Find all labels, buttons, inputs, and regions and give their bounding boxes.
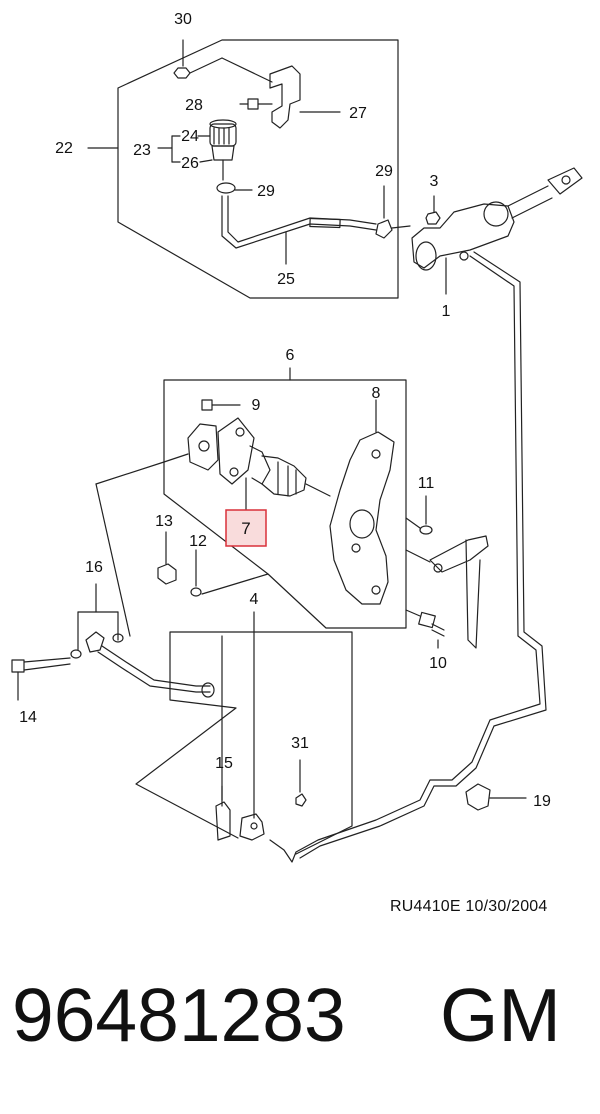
- callout-9: 9: [252, 397, 261, 414]
- clip-15-part: [215, 785, 231, 841]
- pipe-group-outline: [135, 631, 353, 855]
- callout-29-upper: 29: [257, 183, 275, 200]
- highlighted-callout-7: 7: [225, 509, 267, 547]
- slave-group-outline: [163, 379, 407, 629]
- bracket-31-part: [239, 759, 307, 841]
- reservoir-group-outline: [117, 39, 399, 299]
- callout-1: 1: [442, 303, 451, 320]
- clutch-hydraulic-diagram: 30 28 27 22 23 24 26 29 29 3 25 1 6 8 9 …: [11, 11, 583, 863]
- callout-14: 14: [19, 709, 37, 726]
- callout-19: 19: [533, 793, 551, 810]
- brand-name: GM: [440, 973, 561, 1057]
- clip-19-part: [465, 783, 527, 811]
- callout-26: 26: [181, 155, 199, 172]
- clamp-29-part: [375, 185, 393, 239]
- hose-25-part: [221, 195, 377, 265]
- callout-30: 30: [174, 11, 192, 28]
- bracket-rod-part: [405, 535, 489, 649]
- part-number: 96481283: [12, 973, 346, 1057]
- callout-10: 10: [429, 655, 447, 672]
- callout-11: 11: [418, 475, 435, 492]
- slave-cylinder-part: [187, 417, 331, 511]
- callout-8: 8: [372, 385, 381, 402]
- reservoir-part: [197, 119, 237, 181]
- hose-16-part: [70, 483, 215, 698]
- bolt-9-part: [201, 399, 241, 411]
- callout-31: 31: [291, 735, 309, 752]
- callout-15: 15: [215, 755, 233, 772]
- callout-27: 27: [349, 105, 367, 122]
- callout-16: 16: [85, 559, 103, 576]
- bolt-10-part: [405, 609, 445, 649]
- plate-8-part: [329, 399, 395, 605]
- callout-13: 13: [155, 513, 173, 530]
- callout-3: 3: [430, 173, 439, 190]
- callout-4: 4: [250, 591, 259, 608]
- bolt-30-part: [173, 39, 223, 79]
- diagram-reference: RU4410E 10/30/2004: [390, 898, 548, 915]
- callout-25: 25: [277, 271, 295, 288]
- bolt-14-part: [11, 657, 71, 701]
- callout-labels: 30 28 27 22 23 24 26 29 29 3 25 1 6 8 9 …: [19, 11, 551, 810]
- callout-6: 6: [286, 347, 295, 364]
- callout-12: 12: [189, 533, 207, 550]
- hydraulic-line-part: [269, 251, 547, 863]
- callout-24: 24: [181, 128, 199, 145]
- bracket-27-part: [221, 57, 341, 129]
- callout-29-right: 29: [375, 163, 393, 180]
- master-cylinder-part: [411, 167, 583, 295]
- callout-28: 28: [185, 97, 203, 114]
- callout-22: 22: [55, 140, 73, 157]
- callout-23: 23: [133, 142, 151, 159]
- callout-7: 7: [241, 519, 250, 538]
- bolt-28-part: [239, 98, 273, 110]
